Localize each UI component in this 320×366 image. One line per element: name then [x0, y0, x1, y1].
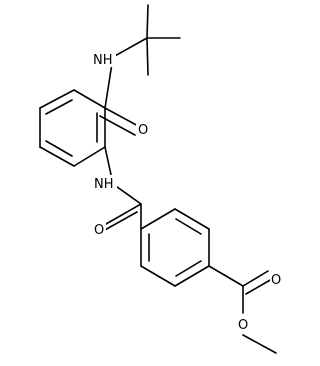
- bond: [73, 146, 106, 167]
- amide-oxygen-label: O: [138, 123, 148, 138]
- bond: [146, 37, 149, 76]
- amide-nh-label: NH: [94, 177, 114, 192]
- bond: [140, 265, 176, 287]
- amide-oxygen-label: O: [94, 223, 104, 238]
- bond: [112, 183, 142, 205]
- bond: [39, 89, 75, 109]
- bond: [175, 260, 202, 277]
- bond: [45, 99, 73, 115]
- bond: [104, 107, 141, 128]
- ester-carbonyl-oxygen-label: O: [271, 273, 281, 288]
- bond: [242, 334, 277, 354]
- bond: [175, 218, 202, 235]
- bond: [105, 203, 142, 225]
- bond: [140, 208, 176, 230]
- ester-oxygen-label: O: [238, 318, 248, 333]
- structure-diagram: NH O NH O O O: [39, 4, 283, 354]
- bond: [45, 140, 73, 157]
- bond: [39, 146, 75, 167]
- bond: [146, 4, 149, 39]
- bond: [73, 89, 106, 109]
- bond: [112, 37, 148, 58]
- bond: [102, 211, 138, 232]
- bond: [245, 278, 273, 295]
- bond: [208, 265, 244, 287]
- bond: [174, 208, 210, 230]
- amide-nh-label: NH: [93, 53, 113, 68]
- bond: [174, 265, 210, 287]
- bond: [99, 115, 136, 136]
- bond: [242, 270, 269, 287]
- molecule-canvas: NH O NH O O O: [39, 4, 283, 354]
